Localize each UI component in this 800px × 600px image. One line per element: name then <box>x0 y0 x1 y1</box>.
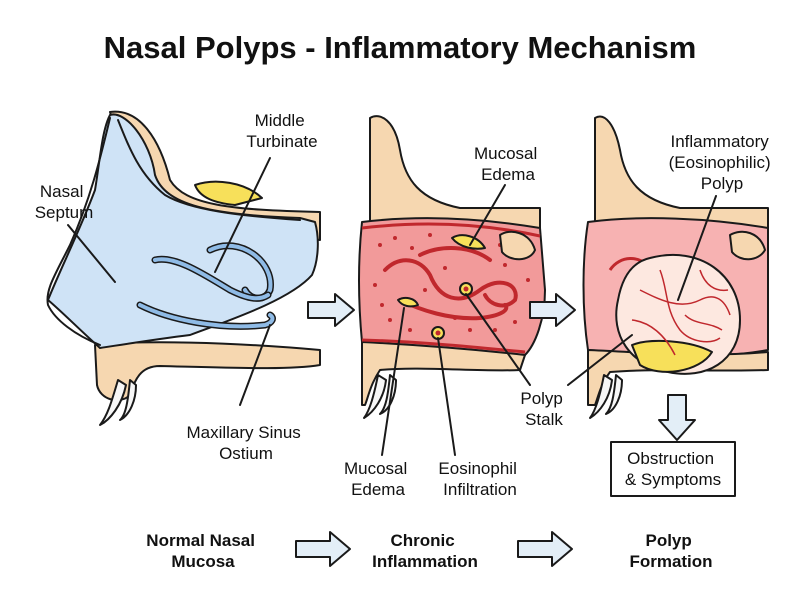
tooth-left-2 <box>363 374 387 419</box>
label-eosinophil-infiltration: Eosinophil Infiltration <box>438 459 521 499</box>
panel-polyp-formation: Obstruction & Symptoms Inflammatory (Eos… <box>567 115 776 497</box>
diagram-title: Nasal Polyps - Inflammatory Mechanism <box>104 30 697 65</box>
stage-label-normal: Normal Nasal Mucosa <box>146 531 259 571</box>
arrow-1-to-2 <box>307 293 355 327</box>
bone-lower-2 <box>361 341 526 406</box>
bone-right-3 <box>729 230 766 261</box>
panel-normal-mucosa: Nasal Septum Middle Turbinate Maxillary … <box>35 110 321 463</box>
sinus-fluid <box>194 180 263 206</box>
inflammatory-dots <box>373 233 530 332</box>
leader-edema-top <box>469 184 506 246</box>
leader-ostium <box>239 324 271 406</box>
leader-edema-bottom <box>381 307 405 456</box>
swollen-turbinate-3 <box>418 246 492 262</box>
stage-arrow-2 <box>517 531 573 567</box>
leader-turbinate <box>214 157 271 273</box>
label-mucosal-edema-bottom: Mucosal Edema <box>344 459 412 499</box>
leader-eosinophil <box>437 337 456 456</box>
leader-septum <box>67 224 116 283</box>
label-maxillary-sinus-ostium: Maxillary Sinus Ostium <box>186 423 305 463</box>
polyp-vessels <box>631 269 731 356</box>
nasal-septum <box>117 119 301 221</box>
label-inflammatory-polyp: Inflammatory (Eosinophilic) Polyp <box>669 132 776 193</box>
label-nasal-septum: Nasal Septum <box>35 182 94 222</box>
bone-upper-2 <box>369 115 541 233</box>
normal-mucosa-region <box>47 113 319 349</box>
arrow-2-to-3 <box>529 293 576 327</box>
tooth-left-3 <box>589 374 613 419</box>
bone-lower <box>94 341 321 402</box>
polyp-pus <box>631 339 713 373</box>
stage-label-chronic: Chronic Inflammation <box>372 531 478 571</box>
label-obstruction: Obstruction & Symptoms <box>625 449 721 489</box>
vessel-lower <box>361 338 526 354</box>
stage-arrow-1 <box>295 531 351 567</box>
tooth-right <box>119 379 137 421</box>
swollen-turbinate-2 <box>398 298 509 321</box>
stage-label-polyp-formation: Polyp Formation <box>629 531 712 571</box>
label-mucosal-edema-top: Mucosal Edema <box>474 144 542 184</box>
vessel-upper <box>361 222 541 238</box>
edema-patch-2 <box>397 296 419 308</box>
leader-polyp-stalk-3 <box>567 334 633 386</box>
tooth-left <box>99 379 127 426</box>
edema-patch-1 <box>451 234 486 250</box>
bone-upper-3 <box>594 115 769 233</box>
leader-polyp-stalk <box>465 293 531 386</box>
label-polyp-stalk: Polyp Stalk <box>520 389 567 429</box>
arrow-down-obstruction <box>658 394 696 441</box>
leader-polyp <box>677 195 717 301</box>
nose-outline <box>46 117 111 346</box>
bone-right-2 <box>499 230 536 261</box>
label-middle-turbinate: Middle Turbinate <box>246 111 317 151</box>
tooth-right-3 <box>605 374 623 415</box>
obstruction-box <box>610 441 736 497</box>
